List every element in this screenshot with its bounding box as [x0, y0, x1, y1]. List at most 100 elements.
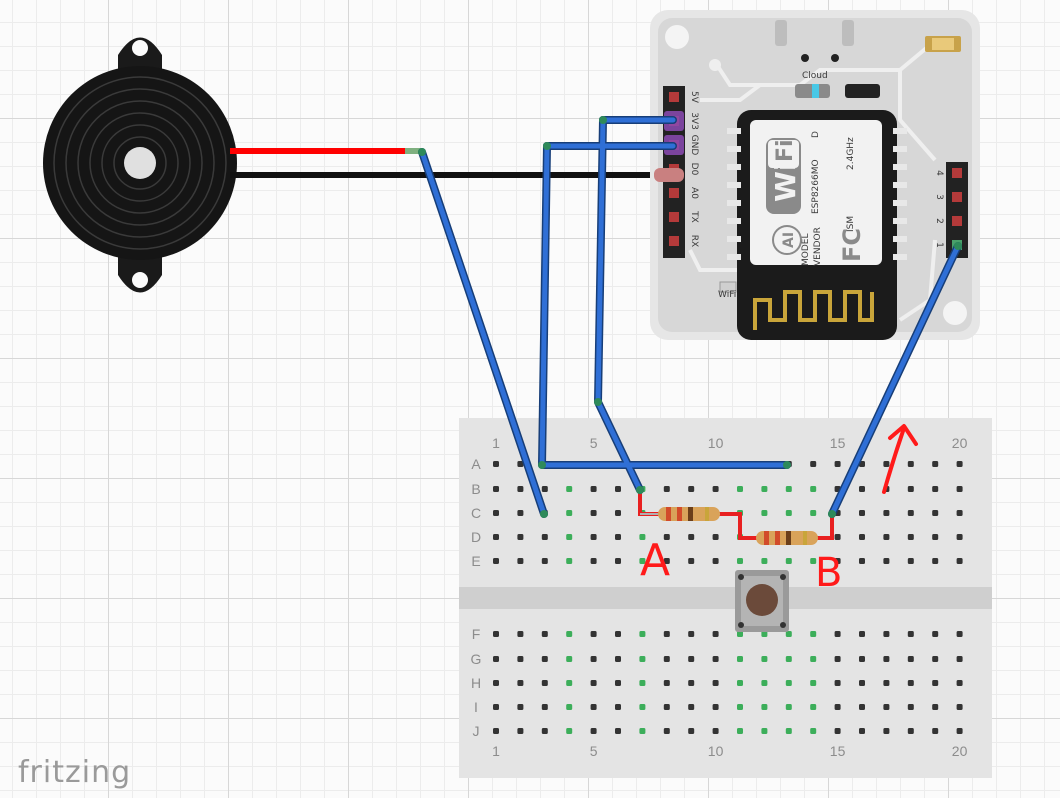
breadboard-hole[interactable] [932, 486, 939, 492]
breadboard-hole[interactable] [712, 704, 719, 710]
breadboard-hole[interactable] [541, 728, 548, 734]
breadboard-hole[interactable] [810, 704, 817, 710]
breadboard-hole[interactable] [956, 656, 963, 662]
breadboard-hole[interactable] [590, 728, 597, 734]
breadboard-hole[interactable] [566, 558, 573, 564]
breadboard-hole[interactable] [493, 728, 499, 734]
breadboard-hole[interactable] [883, 558, 890, 564]
breadboard-hole[interactable] [493, 680, 499, 686]
breadboard-hole[interactable] [956, 510, 963, 516]
breadboard-hole[interactable] [639, 704, 646, 710]
breadboard-hole[interactable] [761, 728, 768, 734]
breadboard-hole[interactable] [688, 704, 695, 710]
breadboard-hole[interactable] [639, 631, 646, 637]
breadboard-hole[interactable] [907, 461, 914, 467]
breadboard-hole[interactable] [907, 510, 914, 516]
breadboard-hole[interactable] [883, 510, 890, 516]
breadboard-hole[interactable] [493, 510, 499, 516]
breadboard-hole[interactable] [932, 656, 939, 662]
breadboard-hole[interactable] [712, 486, 719, 492]
breadboard-hole[interactable] [737, 631, 743, 637]
breadboard-hole[interactable] [493, 486, 499, 492]
breadboard-hole[interactable] [737, 558, 743, 564]
breadboard-hole[interactable] [907, 631, 914, 637]
resistor-a[interactable] [640, 507, 720, 521]
breadboard-hole[interactable] [859, 558, 865, 564]
breadboard-hole[interactable] [834, 656, 841, 662]
breadboard-hole[interactable] [688, 680, 695, 686]
breadboard-hole[interactable] [566, 728, 573, 734]
breadboard-hole[interactable] [590, 558, 597, 564]
breadboard-hole[interactable] [541, 486, 548, 492]
breadboard-hole[interactable] [761, 631, 768, 637]
breadboard-hole[interactable] [761, 510, 768, 516]
breadboard-hole[interactable] [493, 461, 499, 467]
pushbutton[interactable] [735, 570, 789, 632]
breadboard-hole[interactable] [883, 656, 890, 662]
breadboard-hole[interactable] [785, 510, 792, 516]
breadboard-hole[interactable] [639, 656, 646, 662]
breadboard-hole[interactable] [956, 558, 963, 564]
breadboard-hole[interactable] [907, 534, 914, 540]
breadboard-hole[interactable] [688, 631, 695, 637]
breadboard-hole[interactable] [663, 631, 670, 637]
breadboard-hole[interactable] [883, 704, 890, 710]
breadboard-hole[interactable] [761, 486, 768, 492]
breadboard-hole[interactable] [761, 704, 768, 710]
breadboard-hole[interactable] [639, 728, 646, 734]
breadboard-hole[interactable] [737, 680, 743, 686]
breadboard-hole[interactable] [541, 558, 548, 564]
breadboard-hole[interactable] [907, 558, 914, 564]
breadboard-hole[interactable] [688, 656, 695, 662]
breadboard-hole[interactable] [590, 680, 597, 686]
breadboard-hole[interactable] [859, 534, 865, 540]
breadboard-hole[interactable] [883, 461, 890, 467]
breadboard-hole[interactable] [615, 728, 621, 734]
breadboard-hole[interactable] [590, 534, 597, 540]
breadboard-hole[interactable] [712, 558, 719, 564]
breadboard-hole[interactable] [615, 656, 621, 662]
breadboard-hole[interactable] [590, 631, 597, 637]
breadboard-hole[interactable] [663, 656, 670, 662]
breadboard-hole[interactable] [956, 461, 963, 467]
breadboard-hole[interactable] [639, 680, 646, 686]
esp8266-chip[interactable] [727, 110, 907, 340]
breadboard-hole[interactable] [517, 461, 524, 467]
breadboard-hole[interactable] [907, 704, 914, 710]
breadboard-hole[interactable] [785, 631, 792, 637]
breadboard-hole[interactable] [883, 534, 890, 540]
breadboard-hole[interactable] [834, 680, 841, 686]
breadboard-hole[interactable] [810, 631, 817, 637]
breadboard-hole[interactable] [493, 631, 499, 637]
breadboard-hole[interactable] [859, 486, 865, 492]
breadboard-hole[interactable] [834, 704, 841, 710]
breadboard-hole[interactable] [810, 461, 817, 467]
breadboard-hole[interactable] [785, 704, 792, 710]
breadboard-hole[interactable] [932, 631, 939, 637]
breadboard-hole[interactable] [517, 631, 524, 637]
breadboard-hole[interactable] [761, 680, 768, 686]
breadboard-hole[interactable] [834, 631, 841, 637]
breadboard-hole[interactable] [493, 558, 499, 564]
breadboard-hole[interactable] [932, 680, 939, 686]
breadboard-hole[interactable] [810, 728, 817, 734]
breadboard-hole[interactable] [859, 631, 865, 637]
breadboard-hole[interactable] [932, 461, 939, 467]
breadboard-hole[interactable] [517, 704, 524, 710]
breadboard-hole[interactable] [566, 510, 573, 516]
breadboard-hole[interactable] [834, 728, 841, 734]
breadboard-hole[interactable] [566, 631, 573, 637]
breadboard-hole[interactable] [615, 534, 621, 540]
breadboard-hole[interactable] [615, 486, 621, 492]
breadboard-hole[interactable] [932, 728, 939, 734]
breadboard-hole[interactable] [541, 704, 548, 710]
breadboard-hole[interactable] [956, 534, 963, 540]
breadboard-hole[interactable] [541, 680, 548, 686]
breadboard-hole[interactable] [517, 728, 524, 734]
breadboard-hole[interactable] [712, 631, 719, 637]
breadboard-hole[interactable] [517, 656, 524, 662]
breadboard-hole[interactable] [615, 510, 621, 516]
breadboard-hole[interactable] [932, 558, 939, 564]
breadboard-hole[interactable] [615, 704, 621, 710]
piezo-buzzer[interactable] [43, 37, 237, 293]
